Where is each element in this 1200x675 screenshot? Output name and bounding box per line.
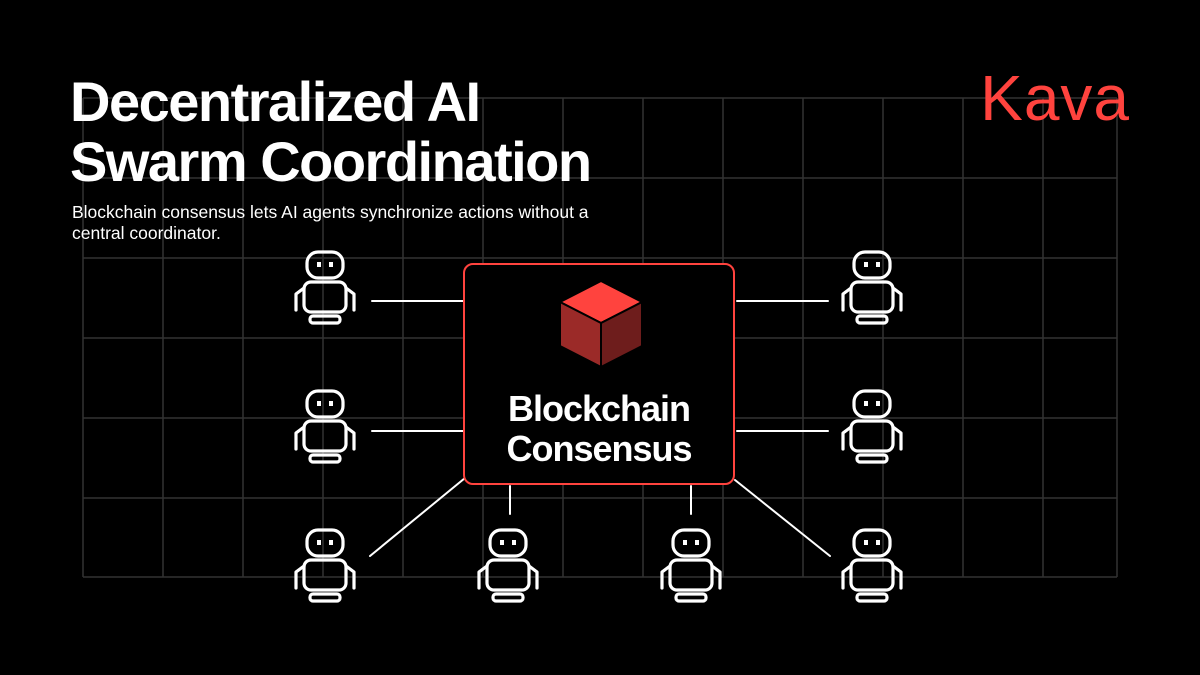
robot-arm — [527, 564, 539, 590]
robot-eye — [329, 262, 333, 267]
robot-eye — [317, 262, 321, 267]
title-line-1: Decentralized AI — [70, 70, 481, 133]
robot-body — [849, 558, 895, 592]
robot-body — [849, 419, 895, 453]
robot-eye — [876, 401, 880, 406]
robot-arm — [841, 286, 853, 312]
robot-feet — [491, 592, 525, 603]
connector-line — [369, 477, 466, 557]
robot-arm — [710, 564, 722, 590]
robot-eye — [329, 540, 333, 545]
robot-icon — [660, 528, 722, 603]
robot-head — [488, 528, 528, 558]
robot-eye — [512, 540, 516, 545]
robot-arm — [344, 564, 356, 590]
kava-logo: Kava — [980, 62, 1130, 134]
connector-line — [734, 479, 831, 557]
subtitle: Blockchain consensus lets AI agents sync… — [72, 202, 589, 243]
robot-body — [302, 419, 348, 453]
robot-eye — [864, 540, 868, 545]
robot-icon — [294, 528, 356, 603]
robot-icon — [294, 250, 356, 325]
robot-eye — [683, 540, 687, 545]
page-title: Decentralized AI Swarm Coordination — [70, 70, 592, 193]
robot-feet — [308, 592, 342, 603]
robot-icon — [841, 528, 903, 603]
robot-arm — [294, 425, 306, 451]
robot-feet — [308, 453, 342, 464]
robot-eye — [317, 540, 321, 545]
robot-body — [485, 558, 531, 592]
robot-arm — [841, 564, 853, 590]
robot-feet — [674, 592, 708, 603]
robot-head — [671, 528, 711, 558]
robot-head — [305, 250, 345, 280]
robot-icon — [841, 389, 903, 464]
robot-eye — [876, 540, 880, 545]
cube-right-face — [600, 301, 643, 368]
robot-arm — [344, 286, 356, 312]
robot-head — [852, 528, 892, 558]
robot-feet — [855, 592, 889, 603]
robot-head — [305, 528, 345, 558]
robot-icon — [841, 250, 903, 325]
robot-body — [849, 280, 895, 314]
robot-arm — [477, 564, 489, 590]
robot-feet — [855, 453, 889, 464]
robot-eye — [329, 401, 333, 406]
robot-eye — [500, 540, 504, 545]
robot-head — [852, 250, 892, 280]
robot-arm — [841, 425, 853, 451]
agent-robots — [294, 250, 903, 603]
robot-arm — [294, 564, 306, 590]
connector-lines — [369, 300, 831, 557]
robot-eye — [876, 262, 880, 267]
robot-arm — [891, 564, 903, 590]
robot-arm — [891, 425, 903, 451]
robot-arm — [294, 286, 306, 312]
center-label-line-2: Consensus — [506, 428, 692, 469]
robot-eye — [864, 401, 868, 406]
robot-body — [302, 280, 348, 314]
robot-icon — [477, 528, 539, 603]
title-line-2: Swarm Coordination — [70, 130, 592, 193]
robot-feet — [308, 314, 342, 325]
robot-body — [302, 558, 348, 592]
cube-icon — [558, 279, 644, 369]
robot-head — [305, 389, 345, 419]
robot-arm — [344, 425, 356, 451]
robot-head — [852, 389, 892, 419]
robot-feet — [855, 314, 889, 325]
robot-arm — [660, 564, 672, 590]
robot-eye — [864, 262, 868, 267]
robot-eye — [317, 401, 321, 406]
robot-body — [668, 558, 714, 592]
robot-eye — [695, 540, 699, 545]
blockchain-consensus-box: Blockchain Consensus — [463, 263, 735, 485]
center-label-line-1: Blockchain — [507, 388, 691, 429]
robot-arm — [891, 286, 903, 312]
robot-icon — [294, 389, 356, 464]
